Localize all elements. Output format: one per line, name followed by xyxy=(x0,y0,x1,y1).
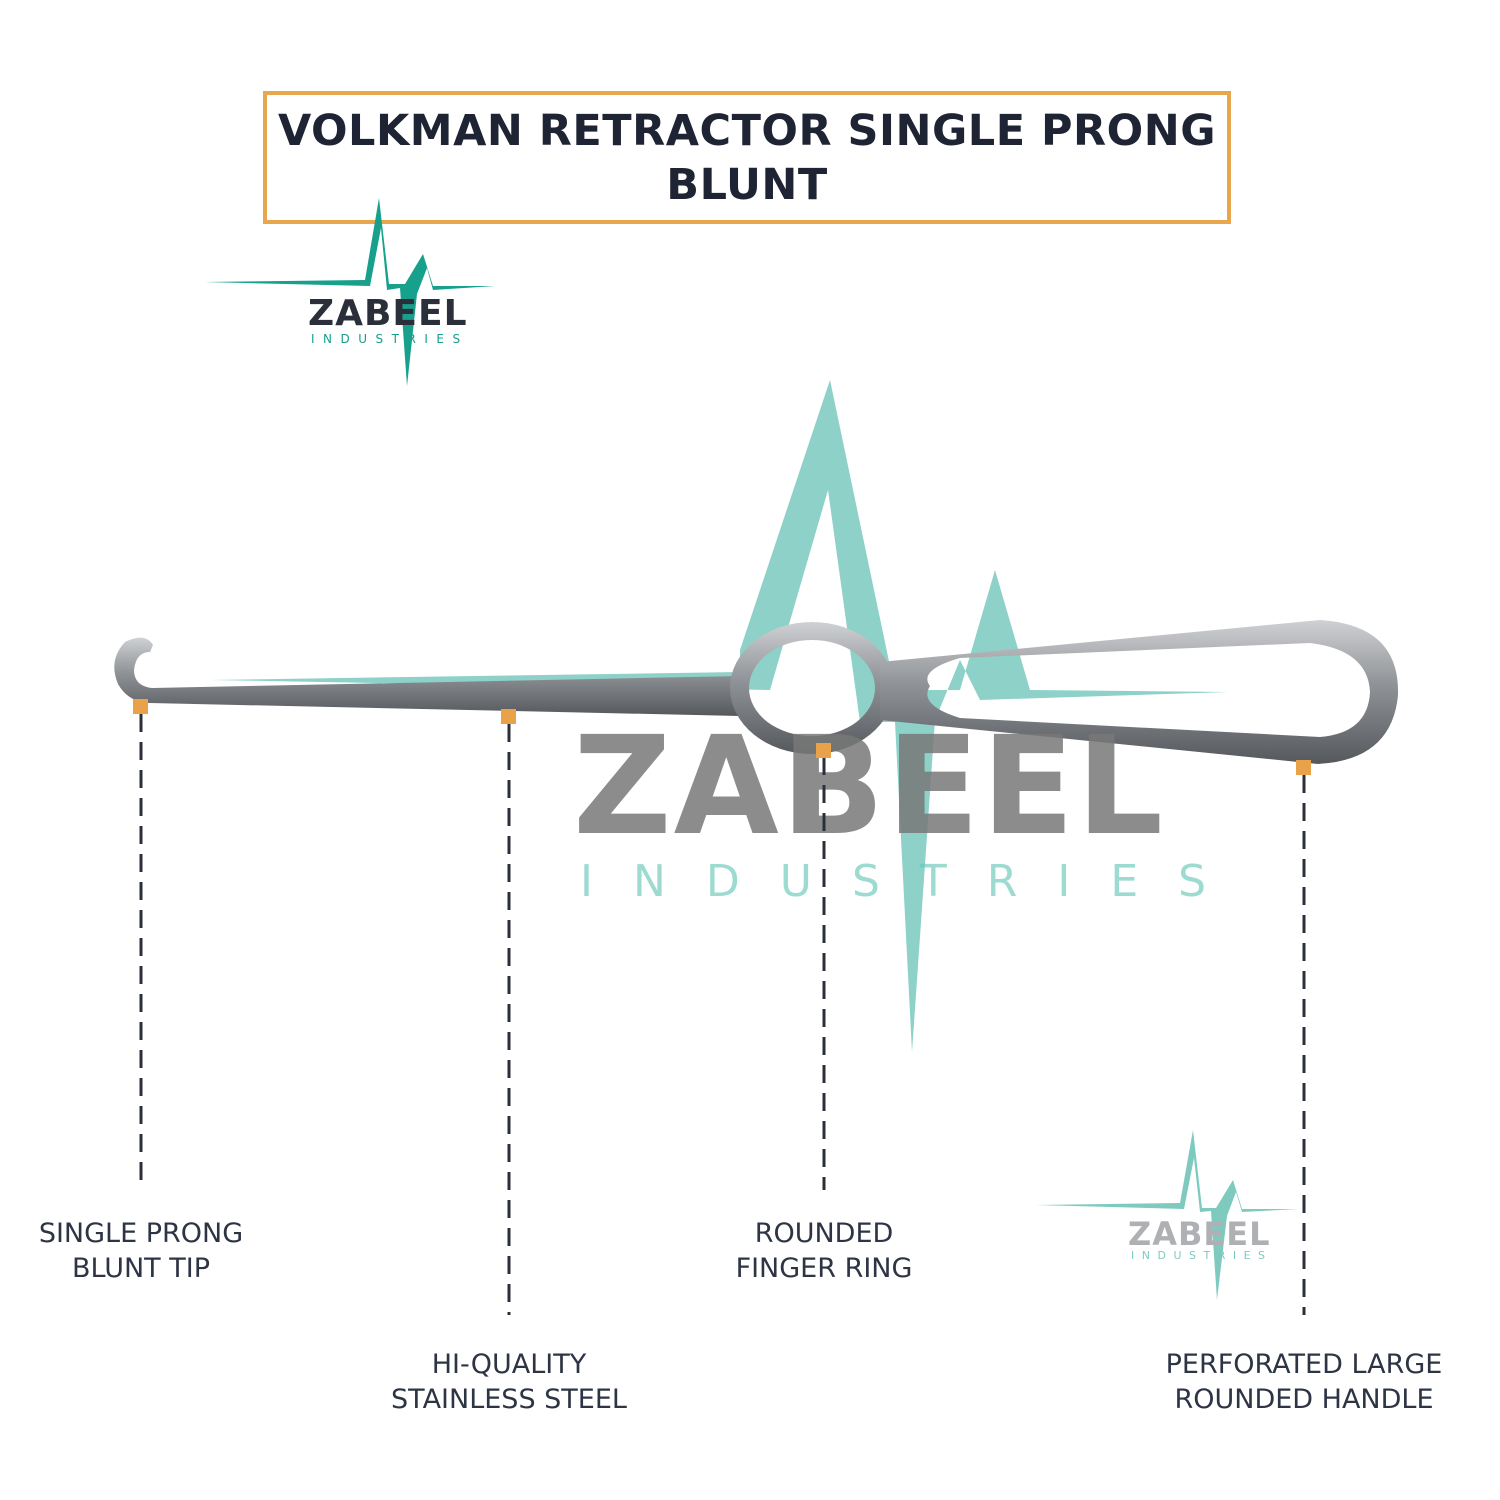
watermark-brand-name: ZABEEL xyxy=(573,708,1165,866)
brand-logo-top: ZABEEL INDUSTRIES xyxy=(205,198,500,390)
watermark-brand-subtitle: INDUSTRIES xyxy=(580,856,1247,907)
feature-label-steel-line2: STAINLESS STEEL xyxy=(391,1384,627,1415)
callout-marker-handle xyxy=(1296,760,1311,775)
feature-label-tip: SINGLE PRONG BLUNT TIP xyxy=(21,1216,261,1286)
brand-logo-bottom: ZABEEL INDUSTRIES xyxy=(1036,1130,1301,1302)
feature-label-steel: HI-QUALITY STAINLESS STEEL xyxy=(369,1347,649,1417)
brand-logo-top-name: ZABEEL xyxy=(308,293,468,334)
feature-label-steel-line1: HI-QUALITY xyxy=(431,1349,587,1380)
feature-label-ring-line1: ROUNDED xyxy=(754,1218,894,1249)
feature-label-handle-line1: PERFORATED LARGE xyxy=(1165,1349,1443,1380)
feature-label-tip-line1: SINGLE PRONG xyxy=(38,1218,244,1249)
feature-label-tip-line2: BLUNT TIP xyxy=(72,1253,210,1284)
brand-logo-bottom-subtitle: INDUSTRIES xyxy=(1131,1249,1273,1262)
product-title-line-2: BLUNT xyxy=(666,159,828,210)
brand-logo-bottom-name: ZABEEL xyxy=(1128,1215,1271,1253)
product-title-box: VOLKMAN RETRACTOR SINGLE PRONG BLUNT xyxy=(263,91,1231,224)
callout-marker-tip xyxy=(133,699,148,714)
brand-logo-top-subtitle: INDUSTRIES xyxy=(311,332,469,346)
feature-label-ring: ROUNDED FINGER RING xyxy=(704,1216,944,1286)
feature-label-handle-line2: ROUNDED HANDLE xyxy=(1174,1384,1434,1415)
product-title-line-1: VOLKMAN RETRACTOR SINGLE PRONG xyxy=(277,105,1216,156)
callout-marker-steel xyxy=(501,709,516,724)
feature-label-ring-line2: FINGER RING xyxy=(735,1253,913,1284)
callout-marker-ring xyxy=(816,743,831,758)
feature-label-handle: PERFORATED LARGE ROUNDED HANDLE xyxy=(1144,1347,1464,1417)
